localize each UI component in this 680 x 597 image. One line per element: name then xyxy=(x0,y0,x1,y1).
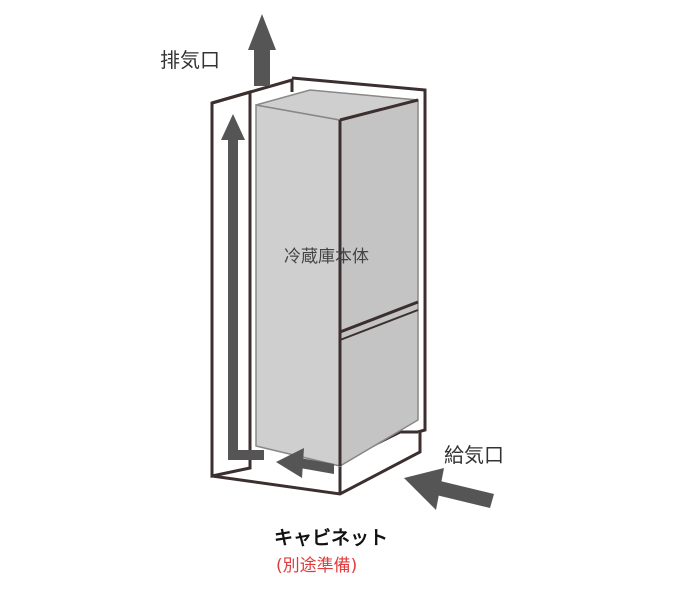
right-arrow-icon xyxy=(404,468,494,510)
fridge-side xyxy=(339,99,419,468)
exhaust-label: 排気口 xyxy=(160,48,220,72)
cabinet-right-panel xyxy=(417,90,427,434)
airflow-arrow-icon xyxy=(221,114,264,460)
fridge-door-split-2 xyxy=(339,309,419,341)
fridge-front xyxy=(255,104,341,467)
fridge-top-edge xyxy=(339,98,419,122)
fridge-door-split xyxy=(339,300,419,334)
airflow-arrows xyxy=(221,14,494,510)
fridge-body-label: 冷蔵庫本体 xyxy=(284,247,369,267)
fridge-body xyxy=(255,89,419,468)
up-arrow-icon xyxy=(248,14,276,86)
cabinet-base xyxy=(211,430,422,496)
left-arrow-icon xyxy=(276,448,334,478)
intake-label: 給気口 xyxy=(444,443,504,467)
cabinet-label: キャビネット xyxy=(274,527,389,549)
cabinet-top-edge xyxy=(211,78,294,105)
cabinet-note: (別途準備) xyxy=(276,556,358,576)
